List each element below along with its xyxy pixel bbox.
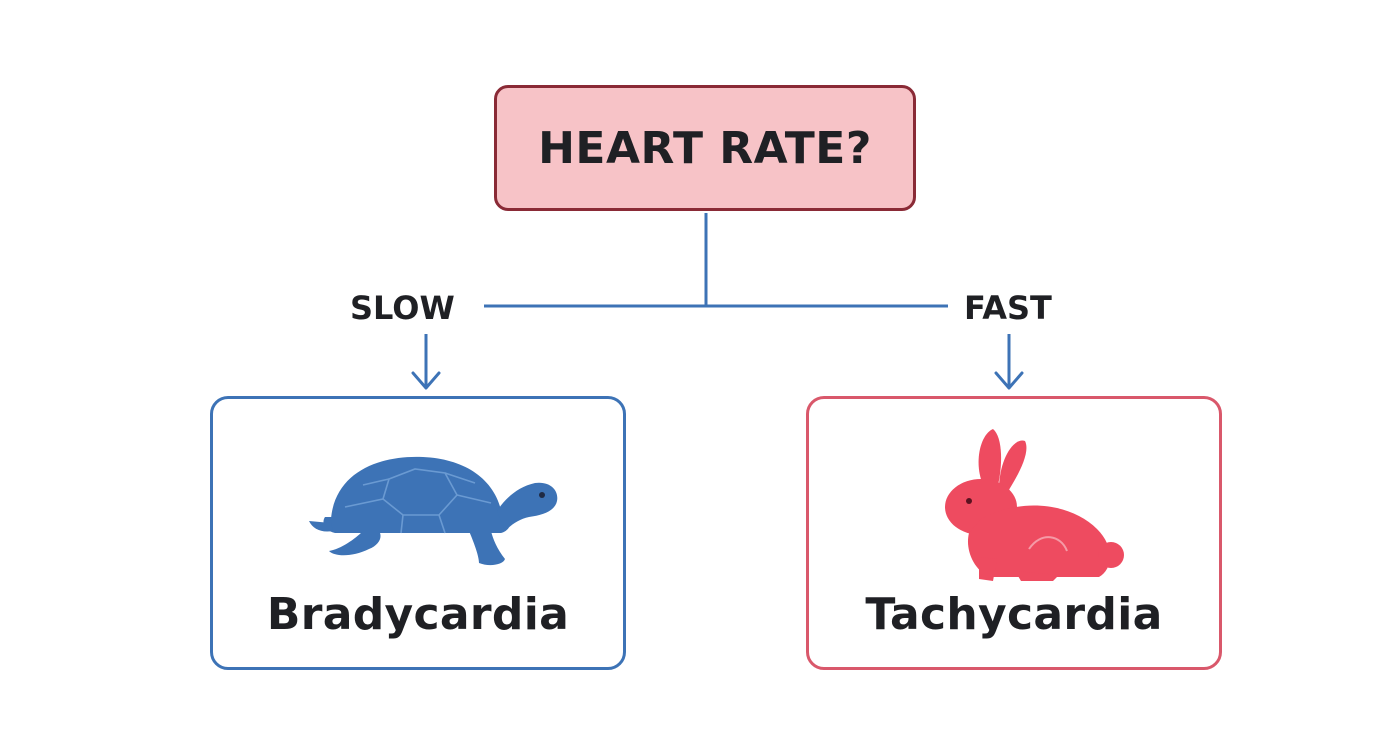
fast-branch-label: FAST xyxy=(964,289,1052,327)
tachycardia-label: Tachycardia xyxy=(865,589,1163,640)
tachycardia-box: Tachycardia xyxy=(806,396,1222,670)
bradycardia-box: Bradycardia xyxy=(210,396,626,670)
heart-rate-question-box: HEART RATE? xyxy=(494,85,916,211)
bradycardia-label: Bradycardia xyxy=(266,589,570,640)
slow-branch-label: SLOW xyxy=(350,289,455,327)
rabbit-icon xyxy=(945,429,1124,581)
slow-arrow-head xyxy=(411,371,441,390)
heart-rate-question: HEART RATE? xyxy=(538,122,872,174)
fast-arrow-head xyxy=(994,371,1024,390)
turtle-icon xyxy=(309,456,558,566)
